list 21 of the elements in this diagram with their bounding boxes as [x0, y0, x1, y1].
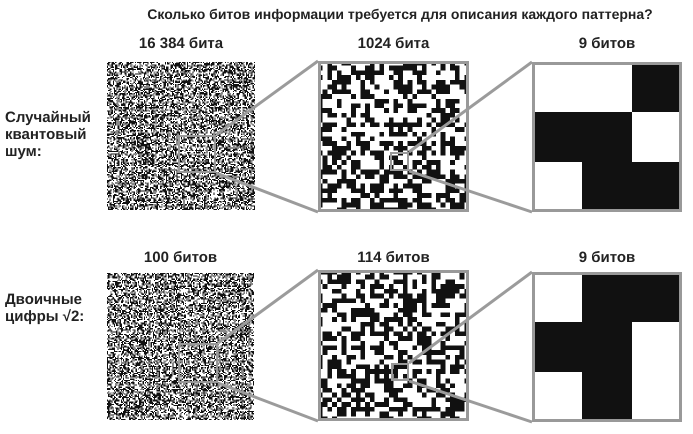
- zoom-frame: [178, 135, 216, 173]
- zoom-line: [408, 270, 533, 364]
- zoom-line: [408, 60, 533, 154]
- bit-count-heading: 1024 бита: [358, 35, 430, 53]
- zoom-line: [217, 268, 319, 344]
- zoom-frame: [390, 152, 409, 171]
- zoom-line: [408, 170, 532, 214]
- bit-count-heading: 9 битов: [578, 249, 636, 267]
- zoom-frame: [178, 343, 218, 383]
- figure-title: Сколько битов информации требуется для описания каждого паттерна?: [147, 5, 653, 23]
- row-label: Случайный квантовый шум:: [5, 109, 92, 160]
- zoom-frame: [391, 363, 409, 381]
- bit-count-heading: 9 битов: [578, 35, 636, 53]
- zoom-line: [215, 172, 319, 214]
- bit-count-heading: 114 битов: [357, 249, 430, 267]
- zoom-line: [408, 380, 532, 424]
- row-label: Двоичные цифры √2:: [5, 291, 86, 325]
- zoom-line: [217, 382, 319, 422]
- bit-count-heading: 16 384 бита: [138, 35, 224, 53]
- bit-count-heading: 100 битов: [144, 249, 218, 267]
- zoom-line: [215, 60, 319, 136]
